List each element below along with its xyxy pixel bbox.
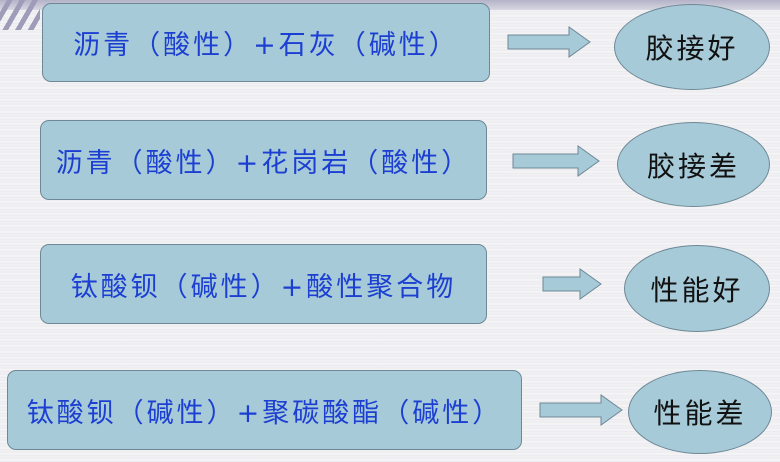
right-arrow-icon	[507, 26, 591, 58]
right-arrow-icon	[539, 394, 623, 426]
result-oval-1: 胶接好	[614, 4, 770, 90]
combination-box-2: 沥青（酸性）+花岗岩（酸性）	[40, 120, 487, 200]
combination-box-1: 沥青（酸性）+石灰（碱性）	[42, 3, 490, 82]
result-oval-2: 胶接差	[617, 122, 770, 207]
combination-box-3: 钛酸钡（碱性）+酸性聚合物	[40, 244, 487, 324]
decorative-stripes	[0, 0, 40, 30]
right-arrow-icon	[512, 145, 600, 177]
combination-box-4: 钛酸钡（碱性）+聚碳酸酯（碱性）	[7, 370, 522, 450]
right-arrow-icon	[542, 268, 602, 300]
result-oval-4: 性能差	[628, 370, 772, 454]
result-oval-3: 性能好	[624, 245, 770, 332]
